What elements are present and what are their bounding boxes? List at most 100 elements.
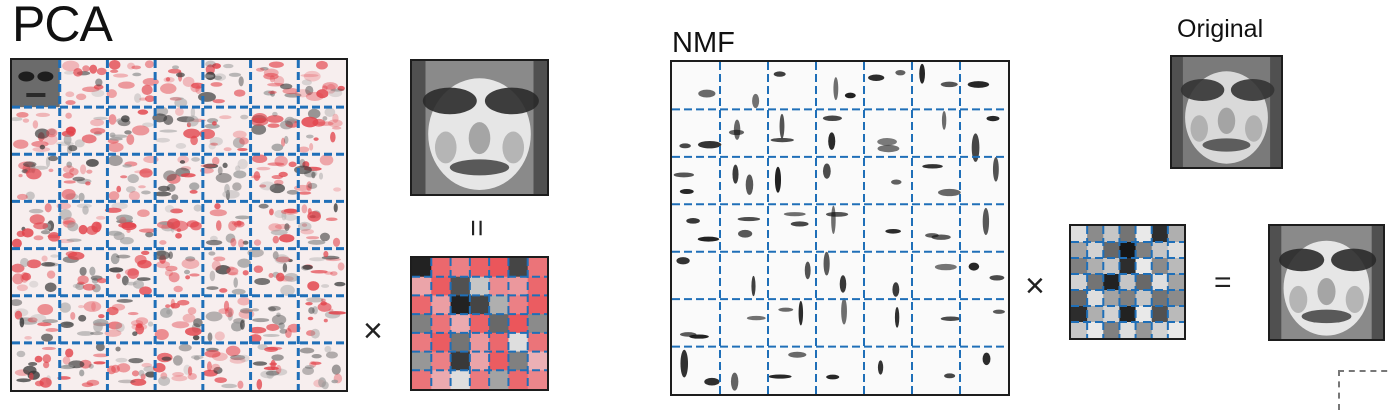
- coefficient-cell: [1167, 258, 1184, 275]
- pca-basis-tile: [248, 305, 301, 343]
- coefficient-cell: [431, 258, 452, 278]
- nmf-basis-tile: [982, 352, 991, 366]
- coefficient-cell: [1103, 306, 1120, 323]
- pca-basis-tile: [104, 298, 154, 337]
- coefficient-cell: [412, 332, 432, 353]
- coefficient-cell: [1119, 290, 1137, 307]
- coefficient-cell: [489, 370, 509, 389]
- pca-times-sign: ×: [363, 312, 383, 350]
- coefficient-cell: [431, 332, 452, 353]
- pca-basis-tile: [62, 251, 107, 293]
- pca-basis-tile: [160, 65, 205, 108]
- coefficient-cell: [1167, 226, 1184, 243]
- pca-basis-tile: [61, 158, 99, 202]
- coefficient-cell: [508, 370, 529, 389]
- coefficient-cell: [469, 295, 490, 315]
- pca-basis-grid: [10, 58, 348, 392]
- coefficient-cell: [1087, 258, 1104, 275]
- pca-basis-tile: [199, 114, 249, 152]
- nmf-basis-tile: [934, 263, 957, 271]
- nmf-basis-tile: [841, 297, 847, 325]
- nmf-basis-tile: [698, 89, 716, 98]
- pca-basis-tile: [108, 250, 152, 296]
- nmf-basis-tile: [891, 179, 902, 185]
- pca-basis-tile: [293, 154, 342, 195]
- coefficient-cell: [1103, 322, 1120, 338]
- nmf-basis-tile: [967, 81, 990, 88]
- coefficient-cell: [508, 351, 529, 371]
- nmf-basis-tile: [940, 316, 961, 321]
- pca-basis-tile: [206, 251, 251, 295]
- coefficient-cell: [489, 295, 509, 315]
- nmf-basis-grid: [670, 60, 1010, 396]
- coefficient-cell: [1151, 258, 1169, 275]
- coefficient-cell: [431, 295, 452, 315]
- nmf-basis-tile: [778, 300, 804, 326]
- pca-basis-tile: [203, 345, 250, 389]
- coefficient-cell: [1151, 226, 1169, 243]
- face-image: [1172, 57, 1281, 167]
- coefficient-cell: [489, 258, 509, 278]
- face-image: [412, 61, 547, 194]
- pca-basis-tile: [107, 109, 154, 152]
- pca-basis-tile: [253, 203, 299, 246]
- coefficient-cell: [412, 370, 432, 389]
- pca-basis-tile: [199, 156, 248, 201]
- coefficient-cell: [1071, 290, 1088, 307]
- coefficient-cell: [1151, 274, 1169, 291]
- coefficient-cell: [527, 295, 547, 315]
- coefficient-cell: [1119, 274, 1137, 291]
- nmf-basis-tile: [773, 71, 786, 77]
- coefficient-cell: [1071, 274, 1088, 291]
- pca-basis-tile: [104, 202, 157, 245]
- coefficient-cell: [1167, 242, 1184, 259]
- nmf-basis-tile: [971, 115, 1000, 162]
- nmf-basis-tile: [679, 140, 722, 149]
- coefficient-cell: [527, 332, 547, 353]
- nmf-basis-tile: [925, 233, 951, 240]
- coefficient-cell: [527, 370, 547, 389]
- coefficient-cell: [1135, 242, 1153, 259]
- coefficient-cell: [1071, 322, 1088, 338]
- coefficient-cell: [527, 276, 547, 296]
- pca-basis-tile: [14, 346, 56, 388]
- nmf-basis-tile: [774, 166, 782, 193]
- nmf-basis-tile: [992, 157, 999, 182]
- coefficient-cell: [431, 370, 452, 389]
- nmf-basis-tile: [826, 374, 840, 380]
- pca-basis-tile: [154, 298, 203, 341]
- pca-basis-tile: [198, 60, 246, 104]
- coefficient-cell: [412, 351, 432, 371]
- pca-basis-tile: [12, 112, 58, 152]
- pca-coefficient-matrix: [410, 256, 549, 391]
- coefficient-cell: [1087, 274, 1104, 291]
- coefficient-cell: [1103, 226, 1120, 243]
- nmf-basis-tile: [751, 275, 756, 297]
- nmf-basis-tile: [679, 332, 709, 339]
- coefficient-cell: [508, 258, 529, 278]
- coefficient-cell: [469, 351, 490, 371]
- pca-basis-tile: [300, 250, 346, 291]
- coefficient-cell: [1135, 226, 1153, 243]
- nmf-basis-tile: [944, 373, 956, 379]
- coefficient-cell: [431, 351, 452, 371]
- nmf-basis-tile: [919, 63, 958, 88]
- nmf-basis-tile: [686, 218, 720, 242]
- pca-basis-tile: [299, 345, 343, 390]
- coefficient-cell: [1103, 258, 1120, 275]
- nmf-basis-tile: [768, 351, 807, 379]
- coefficient-cell: [412, 314, 432, 334]
- coefficient-cell: [508, 295, 529, 315]
- nmf-basis-tile: [922, 164, 961, 197]
- nmf-basis-tile: [833, 77, 856, 101]
- nmf-basis-tile: [877, 138, 900, 153]
- nmf-coefficient-matrix: [1069, 224, 1186, 340]
- pca-basis-tile: [152, 344, 204, 386]
- nmf-times-sign: ×: [1025, 267, 1045, 305]
- coefficient-cell: [1087, 242, 1104, 259]
- coefficient-cell: [450, 332, 471, 353]
- coefficient-cell: [1071, 226, 1088, 243]
- pca-equals-sign: =: [459, 219, 493, 237]
- nmf-basis-tile: [822, 115, 842, 150]
- coefficient-cell: [1135, 274, 1153, 291]
